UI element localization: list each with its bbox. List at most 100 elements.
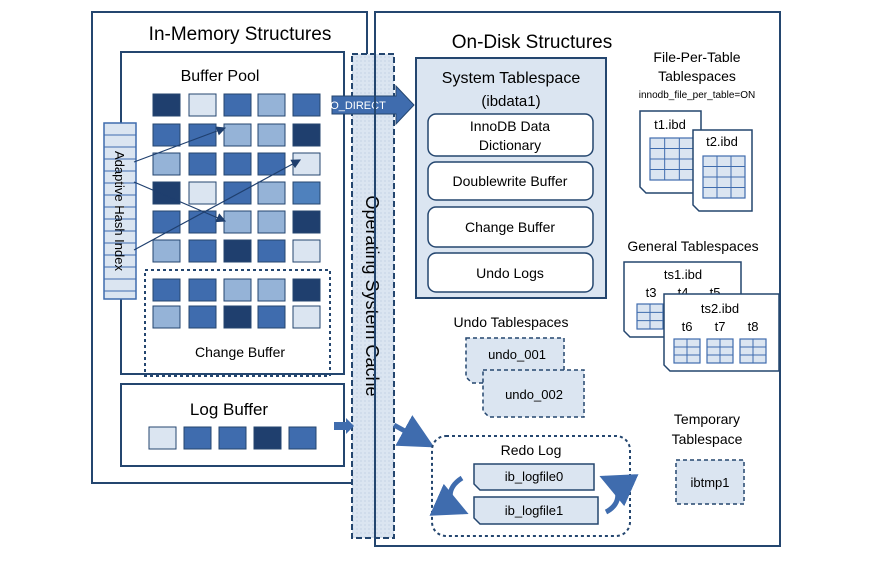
change-buffer-page	[188, 305, 217, 329]
buffer-page	[292, 93, 321, 117]
log-block	[288, 426, 317, 450]
buffer-page	[188, 123, 217, 147]
file-per-table-title-line1: File-Per-Table	[653, 49, 740, 65]
undo-001-label: undo_001	[488, 347, 546, 362]
log-buffer-box	[120, 383, 345, 467]
ts2-table-t8: t8	[748, 319, 759, 334]
ts2-table-t6: t6	[682, 319, 693, 334]
redo-rotate-left-arrow	[429, 475, 469, 516]
buffer-page	[223, 93, 252, 117]
log-buffer-label: Log Buffer	[190, 400, 268, 419]
buffer-page	[152, 93, 181, 117]
o-direct-label: O_DIRECT	[330, 100, 386, 112]
general-tablespaces-title: General Tablespaces	[627, 238, 758, 254]
log-block	[218, 426, 247, 450]
buffer-page	[188, 152, 217, 176]
temporary-title-line1: Temporary	[674, 411, 740, 427]
change-buffer-page	[223, 305, 252, 329]
change-buffer-page	[257, 305, 286, 329]
system-tablespace-title: System Tablespace	[442, 70, 581, 87]
o-direct-arrow: O_DIRECT	[330, 84, 415, 126]
log-block	[253, 426, 282, 450]
buffer-page	[257, 123, 286, 147]
data-dictionary-line2: Dictionary	[479, 137, 541, 153]
hash-pointer-arrows	[133, 126, 302, 251]
change-buffer-page	[188, 278, 217, 302]
buffer-page	[257, 181, 286, 205]
ibtmp1-label: ibtmp1	[690, 475, 729, 490]
table-icon	[649, 137, 695, 181]
table-icon	[636, 303, 664, 330]
os-to-redo-arrow	[392, 415, 435, 448]
change-buffer-page	[152, 305, 181, 329]
undo-tablespaces-title: Undo Tablespaces	[454, 314, 569, 330]
buffer-page	[223, 152, 252, 176]
log-block	[183, 426, 212, 450]
buffer-page	[257, 210, 286, 234]
buffer-page	[152, 123, 181, 147]
file-per-table-setting: innodb_file_per_table=ON	[639, 90, 755, 101]
buffer-page	[223, 239, 252, 263]
on-disk-title: On-Disk Structures	[452, 32, 612, 53]
doublewrite-buffer-label: Doublewrite Buffer	[453, 173, 568, 189]
table-icon	[673, 338, 701, 364]
buffer-page	[188, 93, 217, 117]
buffer-page	[223, 123, 252, 147]
table-icon	[702, 155, 746, 199]
file-per-table-title-line2: Tablespaces	[658, 68, 736, 84]
t2-ibd-label: t2.ibd	[706, 134, 738, 149]
log-buffer-blocks	[148, 426, 317, 450]
system-tablespace-subtitle: (ibdata1)	[481, 93, 540, 110]
ib-logfile1-file: ib_logfile1	[473, 496, 599, 525]
ts1-ibd-label: ts1.ibd	[664, 267, 702, 282]
buffer-page	[257, 239, 286, 263]
buffer-page	[152, 239, 181, 263]
change-buffer-label: Change Buffer	[195, 344, 285, 360]
redo-rotate-right-arrow	[599, 474, 639, 515]
in-memory-title: In-Memory Structures	[149, 24, 332, 45]
buffer-page	[292, 123, 321, 147]
ts2-table-t7: t7	[715, 319, 726, 334]
buffer-page	[257, 152, 286, 176]
ts1-table-t3: t3	[646, 285, 657, 300]
on-disk-frame	[374, 11, 781, 547]
change-buffer-page	[292, 278, 321, 302]
buffer-page	[152, 181, 181, 205]
buffer-page	[292, 210, 321, 234]
ts1-table-t4: t4	[678, 285, 689, 300]
system-change-buffer-box	[427, 206, 594, 248]
undo-logs-label: Undo Logs	[476, 265, 544, 281]
os-cache-label: Operating System Cache	[362, 195, 382, 396]
os-cache-column	[351, 53, 395, 539]
adaptive-hash-index: Adaptive Hash Index	[103, 122, 137, 300]
undo-logs-box	[427, 252, 594, 293]
ib-logfile1-label: ib_logfile1	[505, 503, 564, 518]
redo-log-title: Redo Log	[501, 442, 562, 458]
log-block	[148, 426, 177, 450]
buffer-page	[292, 239, 321, 263]
change-buffer-pages	[152, 278, 321, 329]
ib-logfile0-label: ib_logfile0	[505, 469, 564, 484]
buffer-page	[188, 181, 217, 205]
buffer-page	[292, 152, 321, 176]
buffer-page	[188, 239, 217, 263]
ts1-table-t5: t5	[710, 285, 721, 300]
t2-ibd-file: t2.ibd	[692, 129, 753, 212]
ib-logfile0-file: ib_logfile0	[473, 463, 595, 491]
temporary-title-line2: Tablespace	[672, 431, 743, 447]
buffer-pool-label: Buffer Pool	[181, 68, 260, 85]
adaptive-hash-label: Adaptive Hash Index	[112, 151, 127, 271]
buffer-page	[152, 152, 181, 176]
change-buffer-page	[257, 278, 286, 302]
system-change-buffer-label: Change Buffer	[465, 219, 555, 235]
ibtmp1-file	[675, 459, 745, 505]
table-icon	[739, 338, 767, 364]
data-dictionary-box	[427, 113, 594, 157]
buffer-page	[257, 93, 286, 117]
buffer-page	[223, 181, 252, 205]
t1-ibd-label: t1.ibd	[654, 117, 686, 132]
undo-002-file: undo_002	[482, 369, 585, 418]
change-buffer-page	[292, 305, 321, 329]
